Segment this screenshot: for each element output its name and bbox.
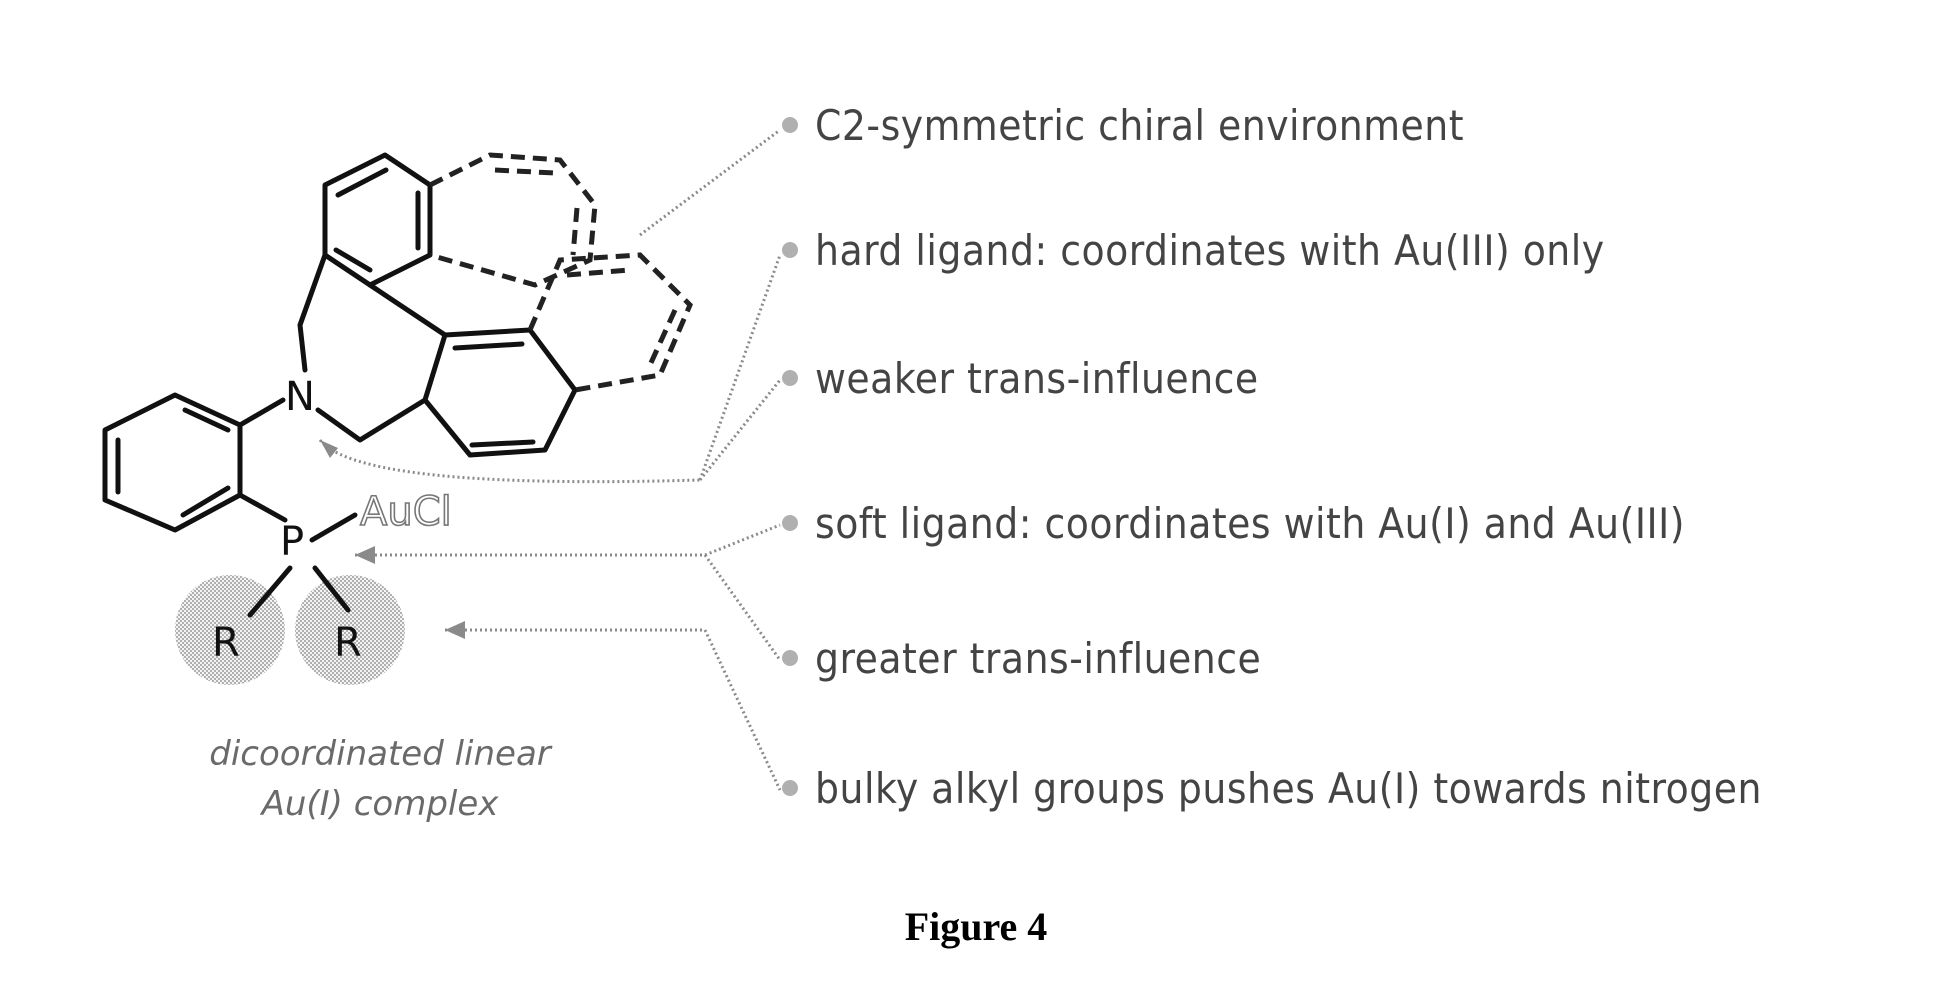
leader-lines <box>318 128 782 791</box>
complex-caption-line2: Au(I) complex <box>260 784 500 824</box>
annotation-greater-trans-influence: greater trans-influence <box>815 634 1261 683</box>
complex-caption-line1: dicoordinated linear <box>209 734 553 774</box>
bullet-icon <box>782 650 798 666</box>
gold-chloride-label: AuCl <box>360 489 452 535</box>
r-group-right-shade <box>295 575 405 685</box>
lower-benzene-ring <box>422 327 578 458</box>
molecule-structure: N P AuCl R R <box>102 152 693 685</box>
nitrogen-atom: N <box>285 374 315 420</box>
bullet-icon <box>782 780 798 796</box>
annotation-soft-ligand: soft ligand: coordinates with Au(I) and … <box>815 499 1685 548</box>
annotation-bulky-alkyl-groups: bulky alkyl groups pushes Au(I) towards … <box>815 764 1762 813</box>
r-group-left: R <box>212 620 240 666</box>
bullet-icon <box>782 242 798 258</box>
lower-dashed-ring <box>527 252 693 393</box>
r-group-right: R <box>334 620 362 666</box>
upper-dashed-ring <box>428 152 598 288</box>
annotation-chiral-environment: C2-symmetric chiral environment <box>815 101 1464 150</box>
annotation-weaker-trans-influence: weaker trans-influence <box>815 354 1259 403</box>
bullet-icon <box>782 515 798 531</box>
bullet-icon <box>782 370 798 386</box>
phosphorus-atom: P <box>280 519 304 565</box>
upper-benzene-ring <box>322 152 433 288</box>
phenyl-ring <box>102 392 286 533</box>
annotation-hard-ligand: hard ligand: coordinates with Au(III) on… <box>815 226 1605 275</box>
bullet-icon <box>782 117 798 133</box>
annotation-list: C2-symmetric chiral environment hard lig… <box>782 101 1762 813</box>
figure-label: Figure 4 <box>905 904 1048 949</box>
